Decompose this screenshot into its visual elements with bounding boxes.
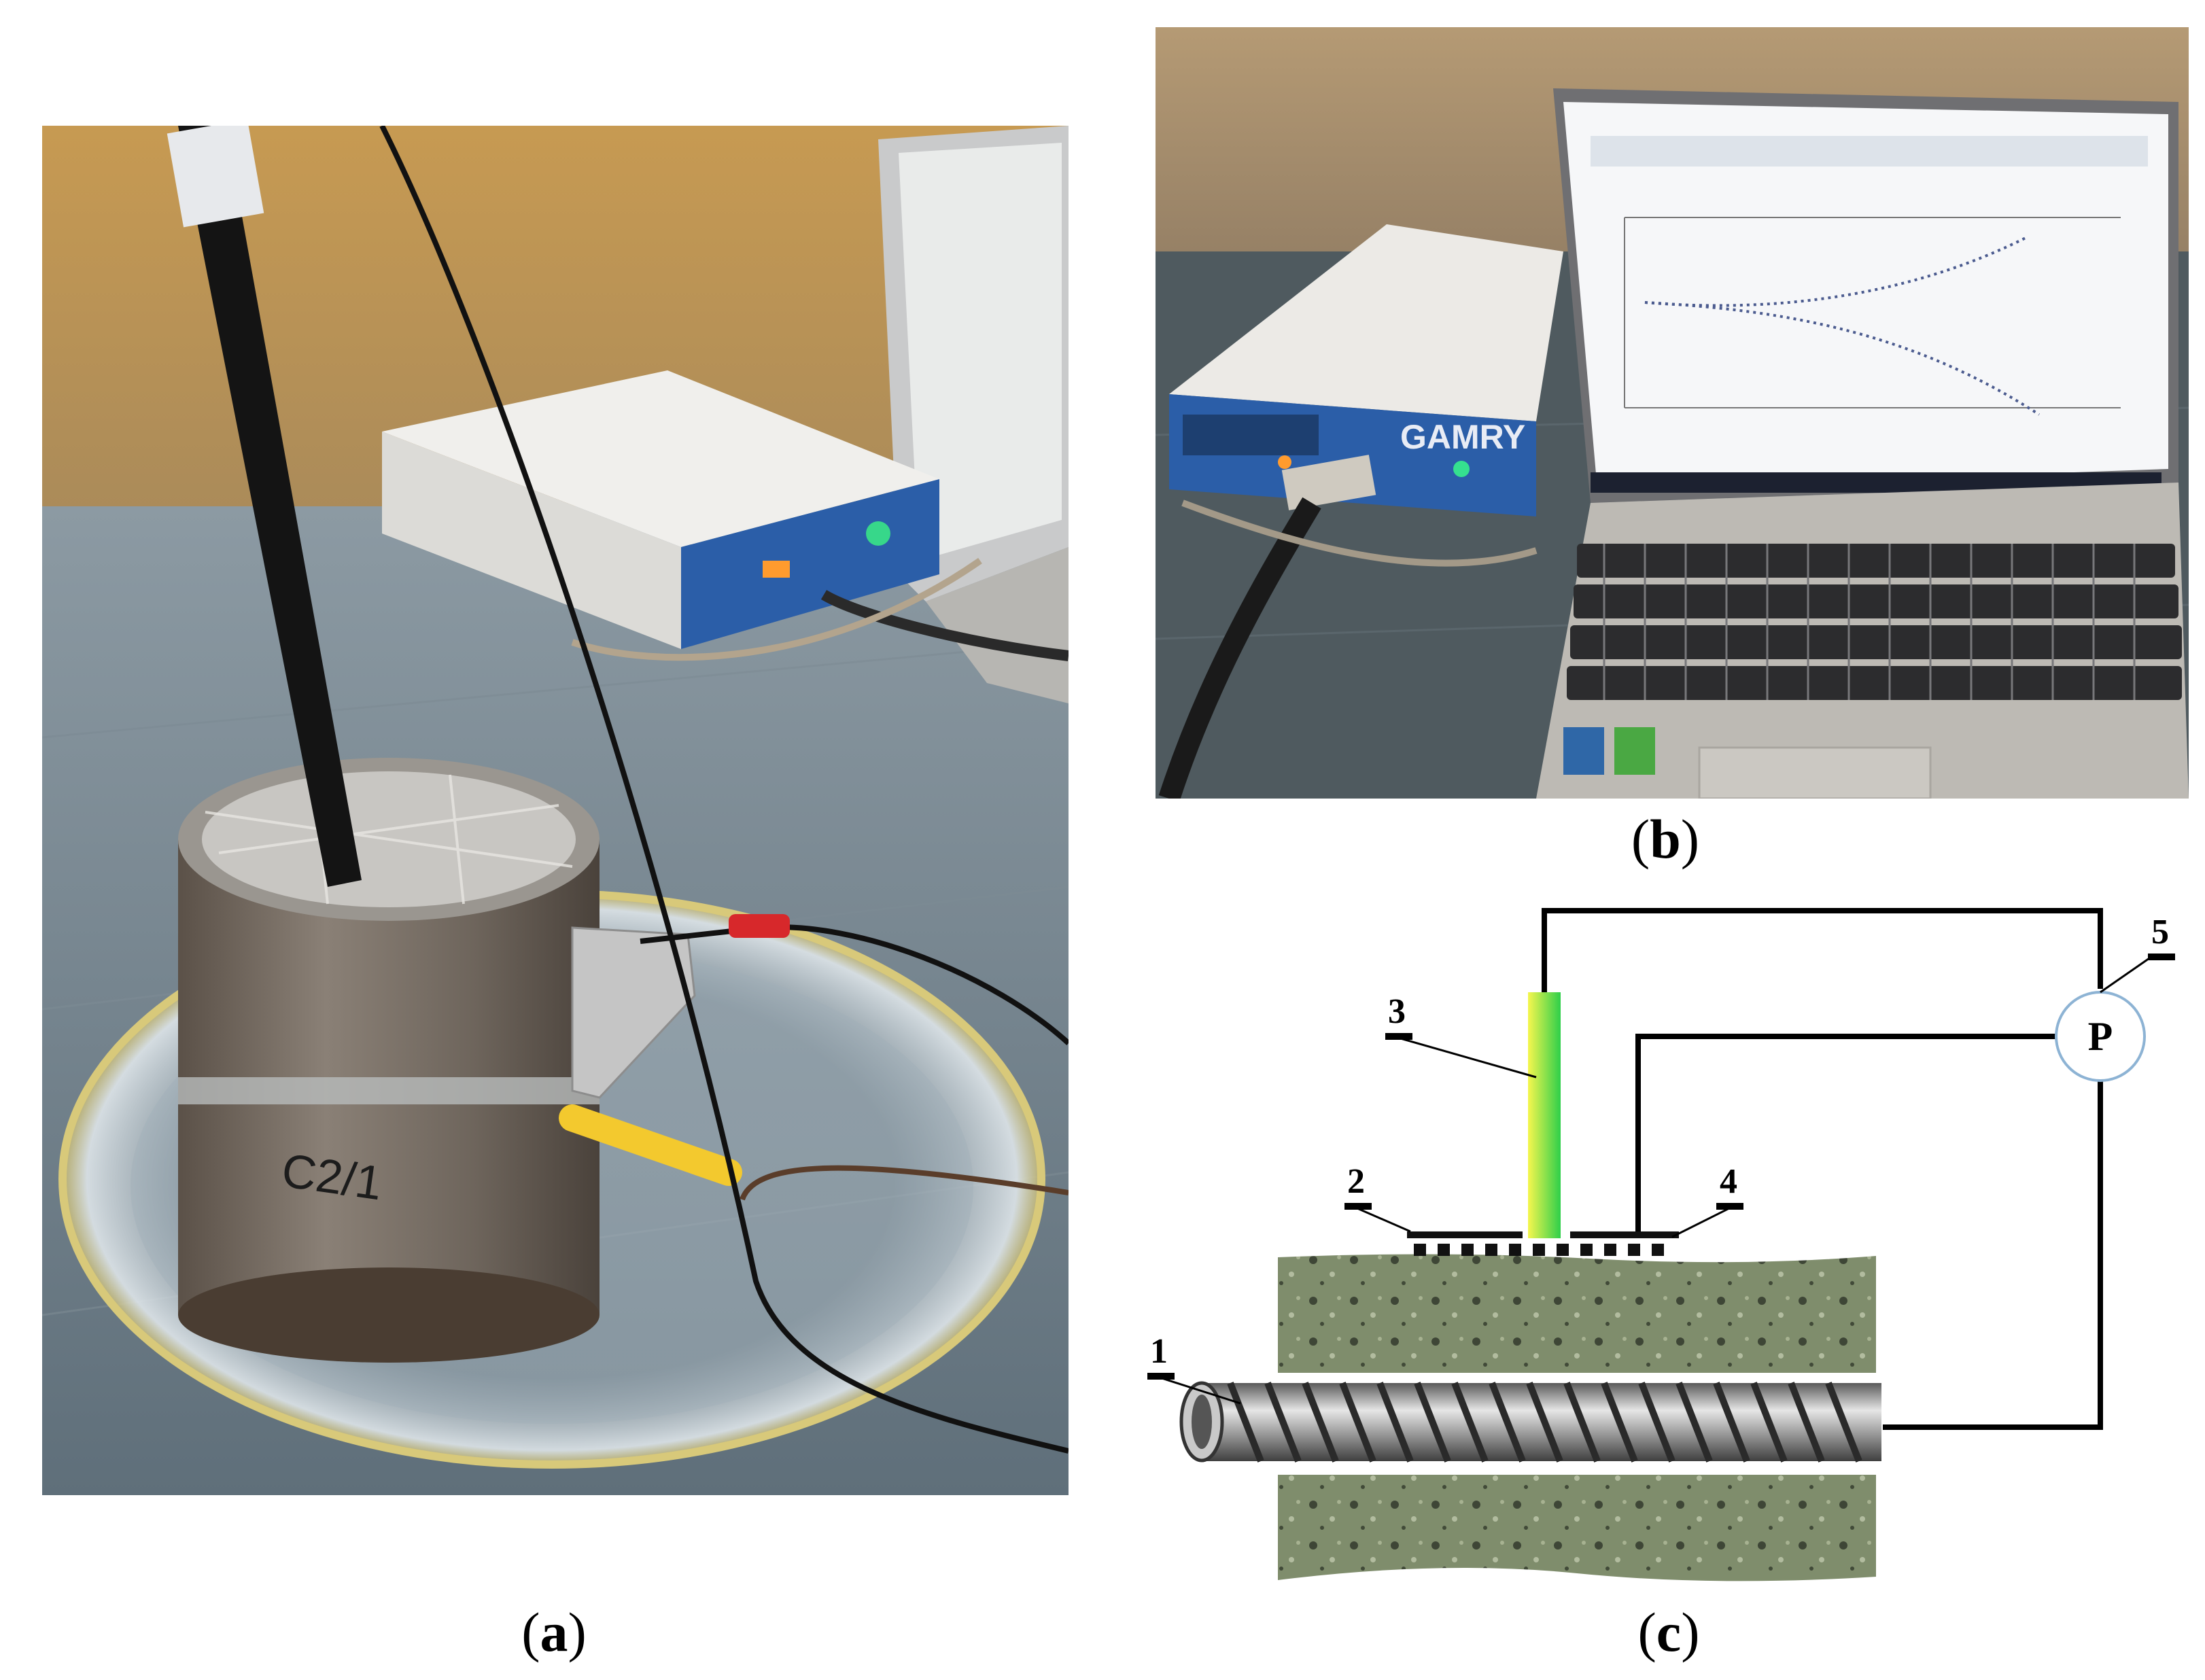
- schematic-diagram: P 1 2 3 4 5: [1147, 908, 2175, 1581]
- caption-c: (c): [1637, 1601, 1700, 1663]
- svg-text:2: 2: [1347, 1162, 1365, 1201]
- svg-text:5: 5: [2151, 913, 2169, 951]
- svg-text:3: 3: [1388, 992, 1406, 1031]
- photo-a-illustration: C2/1: [42, 126, 1069, 1495]
- screen-plot: [1624, 217, 2121, 416]
- meter-label: P: [2088, 1014, 2113, 1059]
- svg-text:1: 1: [1150, 1332, 1168, 1371]
- wire-reference: [1542, 908, 2103, 992]
- callout-2: 2: [1344, 1162, 1411, 1233]
- concrete-block-lower: [1278, 1475, 1876, 1581]
- callout-4: 4: [1671, 1162, 1743, 1238]
- rebar: [1179, 1381, 1881, 1463]
- wire-counter: [1635, 1034, 2060, 1231]
- svg-text:4: 4: [1720, 1162, 1737, 1201]
- callout-3: 3: [1385, 992, 1537, 1079]
- photo-panel-b: GAMRY: [1156, 27, 2189, 799]
- callout-5: 5: [2100, 913, 2175, 994]
- caption-b-letter: b: [1650, 808, 1681, 870]
- caption-a: (a): [521, 1601, 587, 1663]
- caption-a-letter: a: [540, 1601, 568, 1663]
- caption-b: (b): [1631, 808, 1700, 870]
- photo-panel-a: C2/1: [42, 126, 1069, 1495]
- reference-electrode: [1528, 992, 1561, 1238]
- photo-b-illustration: GAMRY: [1156, 27, 2189, 799]
- caption-c-letter: c: [1656, 1601, 1682, 1663]
- schematic-panel-c: P 1 2 3 4 5: [1101, 883, 2189, 1597]
- wire-rebar: [1883, 1081, 2103, 1430]
- callout-1: 1: [1147, 1332, 1241, 1405]
- device-brand-label: GAMRY: [1400, 418, 1525, 456]
- concrete-block-upper: [1278, 1254, 1876, 1373]
